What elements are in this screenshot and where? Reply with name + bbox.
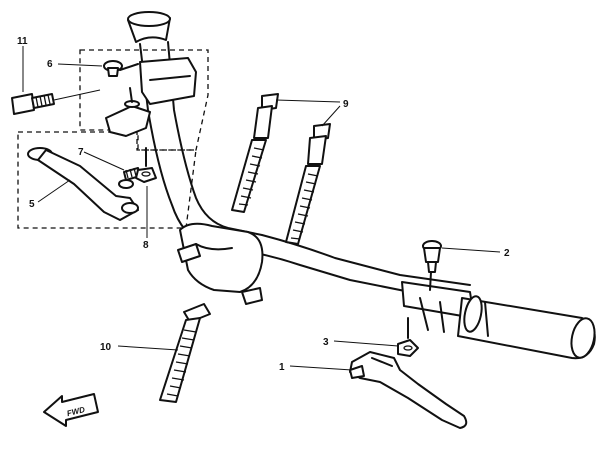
fwd-label: FWD	[66, 405, 86, 418]
part-10-strap	[159, 303, 211, 403]
leader-lines	[22, 46, 501, 371]
callout-1: 1	[279, 362, 285, 373]
callout-6: 6	[47, 59, 53, 70]
group-box-upper	[79, 49, 209, 151]
callout-9: 9	[343, 99, 349, 110]
part-1-brake-lever	[349, 351, 468, 429]
part-3-nut	[397, 317, 419, 357]
callout-5: 5	[29, 199, 35, 210]
part-9-strap-left	[231, 93, 279, 213]
fwd-arrow-icon: FWD	[43, 393, 99, 427]
part-2-bolt	[422, 240, 442, 291]
callout-2: 2	[504, 248, 510, 259]
part-8-nut	[135, 147, 157, 183]
part-5-lever-bracket	[27, 147, 139, 221]
callout-7: 7	[78, 147, 84, 158]
callout-3: 3	[323, 337, 329, 348]
part-9-strap-right	[285, 123, 331, 245]
callout-11: 11	[17, 36, 28, 47]
right-grip	[457, 295, 596, 360]
part-6-screw	[103, 60, 139, 77]
callout-10: 10	[100, 342, 112, 353]
handlebar-tube	[127, 11, 475, 333]
callout-8: 8	[143, 240, 149, 251]
part-11-bolt	[11, 89, 101, 115]
upper-bracket	[105, 87, 151, 137]
